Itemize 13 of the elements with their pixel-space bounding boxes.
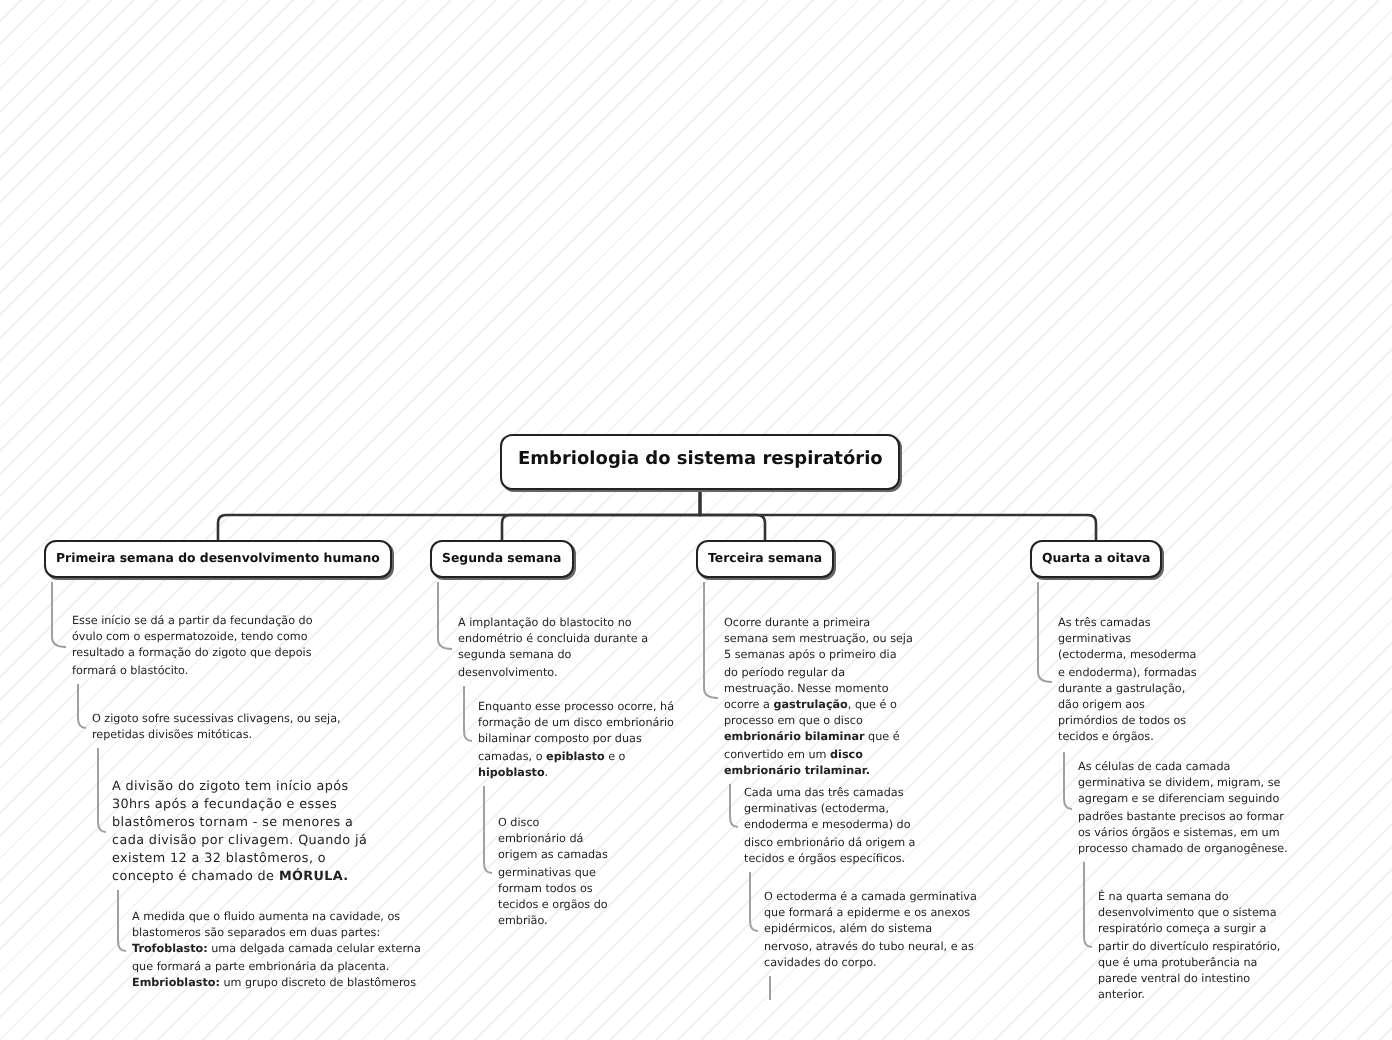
connector-line bbox=[769, 975, 771, 1001]
connector-line bbox=[437, 581, 453, 650]
connector-line bbox=[51, 581, 67, 648]
connector-line bbox=[117, 889, 127, 952]
connector-line bbox=[483, 785, 493, 874]
central-topic-box: Embriologia do sistema respiratório bbox=[500, 434, 900, 489]
connector-line bbox=[463, 685, 473, 742]
connector-line bbox=[97, 747, 107, 833]
connector-line bbox=[1063, 751, 1073, 810]
connector-line bbox=[1083, 861, 1093, 948]
connector-line bbox=[729, 783, 739, 828]
connector-line bbox=[77, 683, 87, 729]
connector-line bbox=[749, 871, 759, 932]
